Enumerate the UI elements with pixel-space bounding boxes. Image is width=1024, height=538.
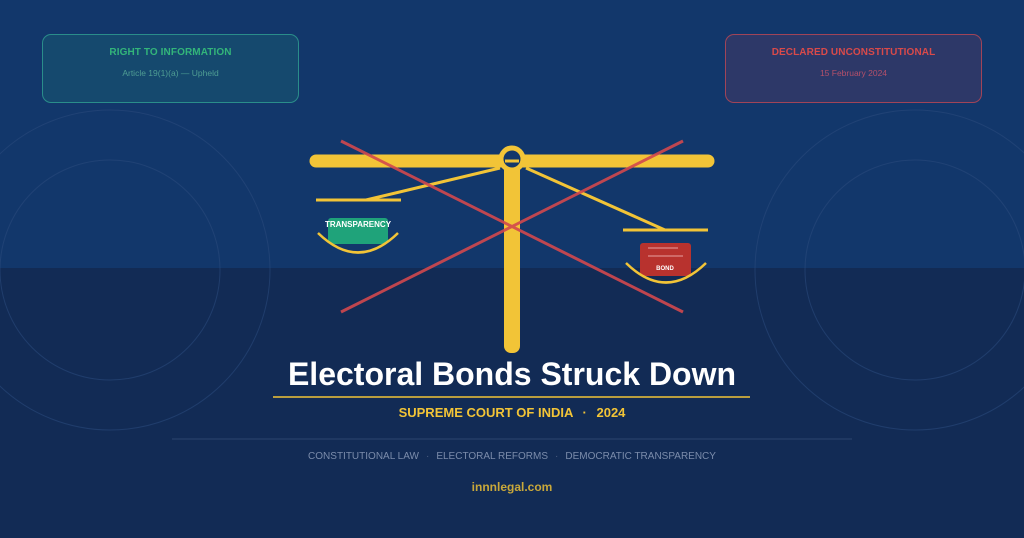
tag: ELECTORAL REFORMS: [436, 451, 549, 462]
year: 2024: [596, 405, 626, 420]
card-title: DECLARED UNCONSTITUTIONAL: [771, 47, 936, 58]
declared-unconstitutional-card: DECLARED UNCONSTITUTIONAL 15 February 20…: [725, 34, 982, 103]
tag: CONSTITUTIONAL LAW: [308, 451, 419, 462]
court-name: SUPREME COURT OF INDIA: [398, 405, 573, 420]
tag: DEMOCRATIC TRANSPARENCY: [565, 451, 716, 462]
scale-of-justice-icon: [309, 145, 715, 353]
topic-tags: CONSTITUTIONAL LAW·ELECTORAL REFORMS·DEM…: [308, 451, 716, 462]
transparency-block: [328, 218, 388, 244]
site-url: innnlegal.com: [471, 480, 553, 494]
decorative-circles: [0, 109, 1024, 431]
headline: Electoral Bonds Struck Down: [287, 356, 737, 392]
cross-out-icon: [340, 139, 684, 314]
right-to-information-card: RIGHT TO INFORMATION Article 19(1)(a) — …: [42, 34, 299, 103]
transparency-label: TRANSPARENCY: [325, 220, 392, 229]
card-title: RIGHT TO INFORMATION: [109, 47, 232, 58]
bond-label: BOND: [656, 266, 674, 272]
subheadline: SUPREME COURT OF INDIA · 2024: [0, 405, 1024, 420]
card-subtitle: Article 19(1)(a) — Upheld: [122, 68, 219, 78]
card-subtitle: 15 February 2024: [819, 68, 888, 78]
bond-block: [640, 243, 691, 276]
separator: ·: [582, 405, 587, 420]
